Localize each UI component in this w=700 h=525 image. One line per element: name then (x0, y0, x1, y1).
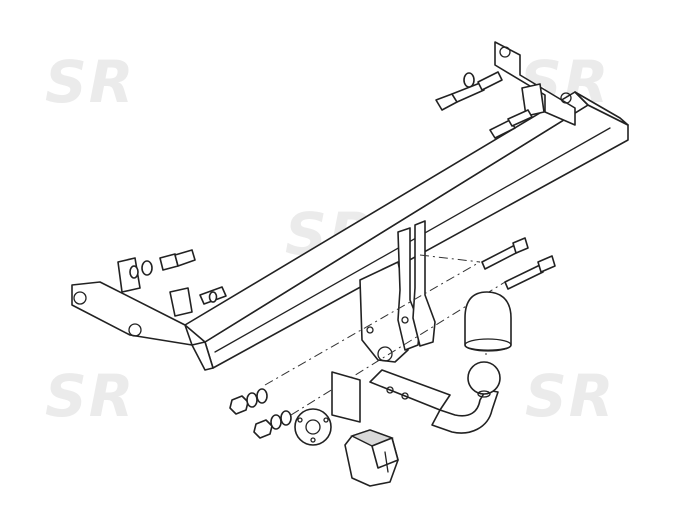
tow-ball (369, 361, 501, 434)
bolts-ball-mount (481, 237, 556, 290)
watermark-bottom-left: SR (45, 362, 136, 430)
socket-plate (294, 371, 361, 446)
bolts-upper-left (129, 249, 227, 305)
bolts-upper-right (435, 71, 533, 139)
nuts-and-washers (229, 388, 292, 439)
drop-bracket (359, 220, 436, 363)
watermark-bottom-right: SR (525, 362, 616, 430)
electrical-socket (344, 429, 399, 487)
ball-cover (464, 291, 512, 352)
watermark-top-left: SR (45, 48, 136, 116)
crossbeam (71, 41, 629, 371)
